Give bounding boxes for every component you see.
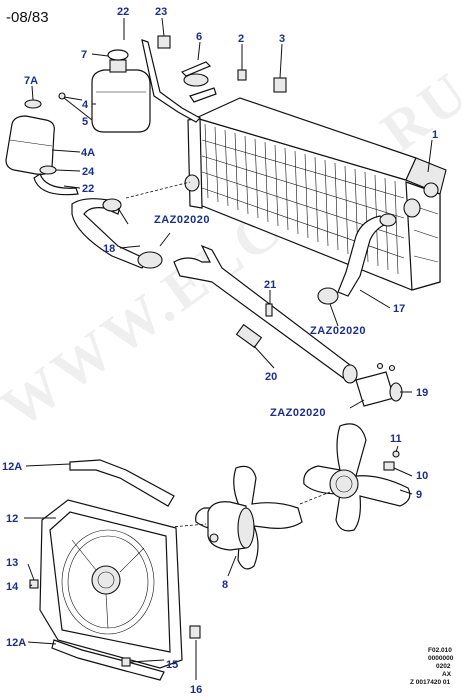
label-10: 10 [416, 470, 428, 482]
code-zaz-3: ZAZ02020 [270, 407, 326, 419]
bracket-12a-bottom [51, 639, 165, 681]
label-17: 17 [393, 303, 405, 315]
hose-18-clamp-bottom [137, 251, 163, 269]
bracket-6 [180, 61, 217, 103]
label-6: 6 [196, 31, 202, 43]
label-9: 9 [416, 489, 422, 501]
label-22-bottom: 22 [82, 183, 94, 195]
label-11: 11 [390, 433, 402, 445]
ref-line-3: 0202 [436, 663, 451, 670]
pipe-20-end [342, 364, 358, 384]
label-8: 8 [222, 579, 228, 591]
ref-line-1: F02.010 [428, 647, 452, 654]
date-code: -08/83 [6, 9, 49, 26]
screw-15 [121, 657, 131, 667]
label-16: 16 [190, 684, 202, 696]
clip-23 [157, 35, 171, 49]
label-12a-bottom: 12A [6, 637, 26, 649]
label-18: 18 [103, 243, 115, 255]
bolt-2 [237, 69, 247, 81]
label-5: 5 [82, 116, 88, 128]
hose-22-upper [141, 39, 201, 123]
label-1: 1 [432, 129, 438, 141]
fan-shroud-12 [39, 499, 183, 669]
leader-lines [24, 17, 433, 680]
ref-line-4: AX [442, 671, 452, 678]
ref-line-5: Z 0017420 01 [410, 679, 451, 686]
nut-10 [383, 461, 395, 471]
pipe-20 [173, 244, 355, 381]
reference-block: F02.010 0000000 0202 AX Z 0017420 01 [410, 647, 454, 686]
callouts: 22 23 7 6 2 3 7A 4 5 4A 24 22 1 18 21 17… [2, 6, 438, 696]
clip-3 [273, 77, 287, 93]
radiator [184, 97, 447, 291]
bolt-21 [265, 303, 273, 317]
label-20: 20 [265, 371, 277, 383]
label-7a: 7A [24, 75, 38, 87]
expansion-tank [91, 49, 151, 133]
clip-16 [189, 625, 201, 639]
label-24: 24 [82, 166, 95, 178]
label-4: 4 [82, 99, 89, 111]
hose-17-clamp-top [379, 213, 397, 227]
ref-line-2: 0000000 [428, 655, 454, 662]
label-22-top: 22 [117, 6, 129, 18]
code-zaz-2: ZAZ02020 [310, 325, 366, 337]
hose-17-clamp-bottom [317, 287, 339, 305]
label-13: 13 [6, 557, 18, 569]
bracket-12a-top [69, 459, 175, 507]
nut-14 [29, 579, 39, 589]
label-14: 14 [6, 581, 19, 593]
hose-19 [355, 362, 403, 407]
label-21: 21 [264, 279, 276, 291]
hose-18-clamp-top [102, 198, 122, 212]
fan-motor-8 [195, 465, 303, 570]
label-12: 12 [6, 513, 18, 525]
label-23: 23 [155, 6, 167, 18]
fan-blade-9 [303, 423, 411, 532]
label-7: 7 [81, 49, 87, 61]
dash-hose-18 [125, 181, 191, 199]
screw-5 [58, 92, 83, 101]
label-4a: 4A [81, 147, 95, 159]
cap-7a [24, 99, 42, 109]
code-zaz-1: ZAZ02020 [154, 214, 210, 226]
label-19: 19 [416, 387, 428, 399]
label-15: 15 [166, 659, 178, 671]
pipe-20-bracket [235, 323, 263, 349]
label-12a-top: 12A [2, 461, 22, 473]
label-2: 2 [238, 33, 244, 45]
label-3: 3 [279, 33, 285, 45]
dash-blade [299, 491, 331, 505]
